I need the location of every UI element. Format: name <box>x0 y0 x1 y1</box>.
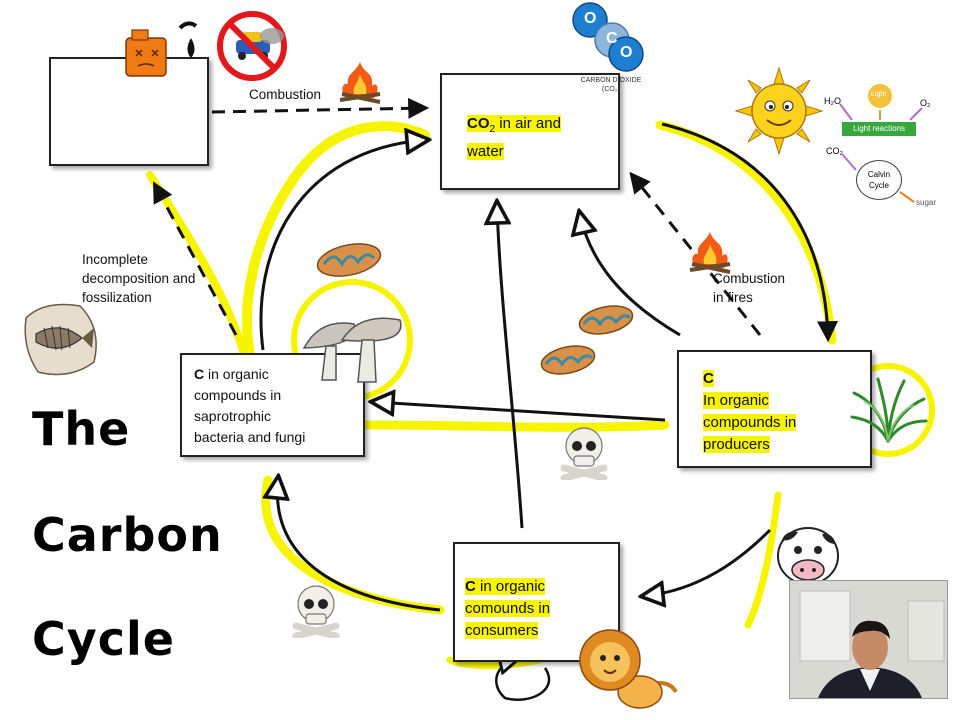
saprotrophs-box: C in organic compounds in saprotrophic b… <box>180 353 365 457</box>
co2-label: CO₂ <box>826 146 843 156</box>
mushroom-icon <box>302 317 402 383</box>
atom-o2: O <box>620 44 633 61</box>
saprotrophs-label: C in organic compounds in saprotrophic b… <box>194 364 305 448</box>
calvin-line2: Cycle <box>868 181 889 190</box>
decomp-line1: Incomplete <box>82 252 149 267</box>
producers-line4: producers <box>703 436 770 453</box>
combustion-fires-line1: Combustion <box>713 271 786 286</box>
producers-c: C <box>703 370 714 387</box>
saprotrophs-line3: saprotrophic <box>194 408 272 424</box>
co2-molecule: O C O CARBON DIOXIDE (CO₂) <box>566 0 656 100</box>
atmosphere-line2: water <box>467 143 504 160</box>
producers-box: C In organic compounds in producers <box>677 350 872 468</box>
saprotrophs-line2: compounds in <box>194 387 282 403</box>
fire-icon <box>689 232 731 274</box>
h2o-label: H₂O <box>824 96 841 106</box>
light-circle <box>868 84 892 108</box>
producers-line2: In organic <box>703 392 769 409</box>
atom-o1: O <box>584 10 597 27</box>
mitochondria-icon <box>540 345 596 375</box>
atmosphere-line1: in air and <box>495 115 561 132</box>
co2-prefix: CO <box>467 115 490 132</box>
producers-line3: compounds in <box>703 414 797 431</box>
grass-icon <box>850 377 928 443</box>
consumers-line3: consumers <box>465 622 539 639</box>
calvin-cycle-circle: Calvin Cycle <box>856 160 902 200</box>
fuel-can-icon <box>125 29 167 77</box>
molecule-caption: CARBON DIOXIDE (CO₂) <box>566 76 656 94</box>
flow-arrows <box>153 97 839 701</box>
lion-icon <box>579 629 678 709</box>
title-line2: Carbon <box>32 508 223 562</box>
molecule-caption-1: CARBON DIOXIDE <box>580 77 642 84</box>
o2-label: O₂ <box>920 98 931 108</box>
photosynthesis-diagram: H₂O Light O₂ Light reactions CO₂ Calvin … <box>822 82 940 212</box>
oil-drop-icon <box>178 21 198 58</box>
skull-icon <box>560 427 608 480</box>
title-line1: The <box>32 402 131 456</box>
atom-c: C <box>606 30 618 47</box>
atmosphere-box: CO2 in air and water <box>440 73 620 190</box>
decomp-line3: fossilization <box>82 290 152 305</box>
consumers-line1: in organic <box>475 578 546 595</box>
presenter-figure <box>790 581 947 698</box>
consumers-line2: comounds in <box>465 600 551 617</box>
mitochondria-icon <box>316 243 382 277</box>
molecule-caption-2: (CO₂) <box>602 86 620 93</box>
calvin-line1: Calvin <box>867 170 891 179</box>
sugar-label: sugar <box>916 198 937 207</box>
webcam-presenter <box>789 580 948 699</box>
consumers-c: C <box>465 578 476 595</box>
saprotrophs-c: C <box>194 366 205 382</box>
fossil-fish-icon <box>24 303 97 376</box>
co2-subscript: 2 <box>489 124 496 135</box>
light-reactions-box: Light reactions <box>842 122 916 136</box>
title-line3: Cycle <box>32 612 175 666</box>
decomposition-label: Incomplete decomposition and fossilizati… <box>82 250 195 307</box>
photosynthesis-arrows <box>839 103 923 203</box>
molecule-atoms <box>572 2 644 72</box>
combustion-fires-label: Combustion in fires <box>713 269 785 307</box>
sun-icon <box>734 66 824 156</box>
consumers-label: C in organic comounds in consumers <box>465 576 551 642</box>
fire-icon <box>339 62 381 104</box>
no-car-icon <box>217 11 287 81</box>
combustion-fires-line2: in fires <box>713 290 753 305</box>
skull-icon <box>292 585 340 638</box>
saprotrophs-line4: bacteria and fungi <box>194 429 306 445</box>
mitochondria-icon <box>578 305 634 335</box>
producers-label: C In organic compounds in producers <box>703 368 797 456</box>
decomp-line2: decomposition and <box>82 271 196 286</box>
saprotrophs-line1: in organic <box>204 366 269 382</box>
light-label: Light <box>871 91 887 98</box>
atmosphere-label: CO2 in air and water <box>467 113 561 163</box>
combustion-label: Combustion <box>249 87 322 102</box>
